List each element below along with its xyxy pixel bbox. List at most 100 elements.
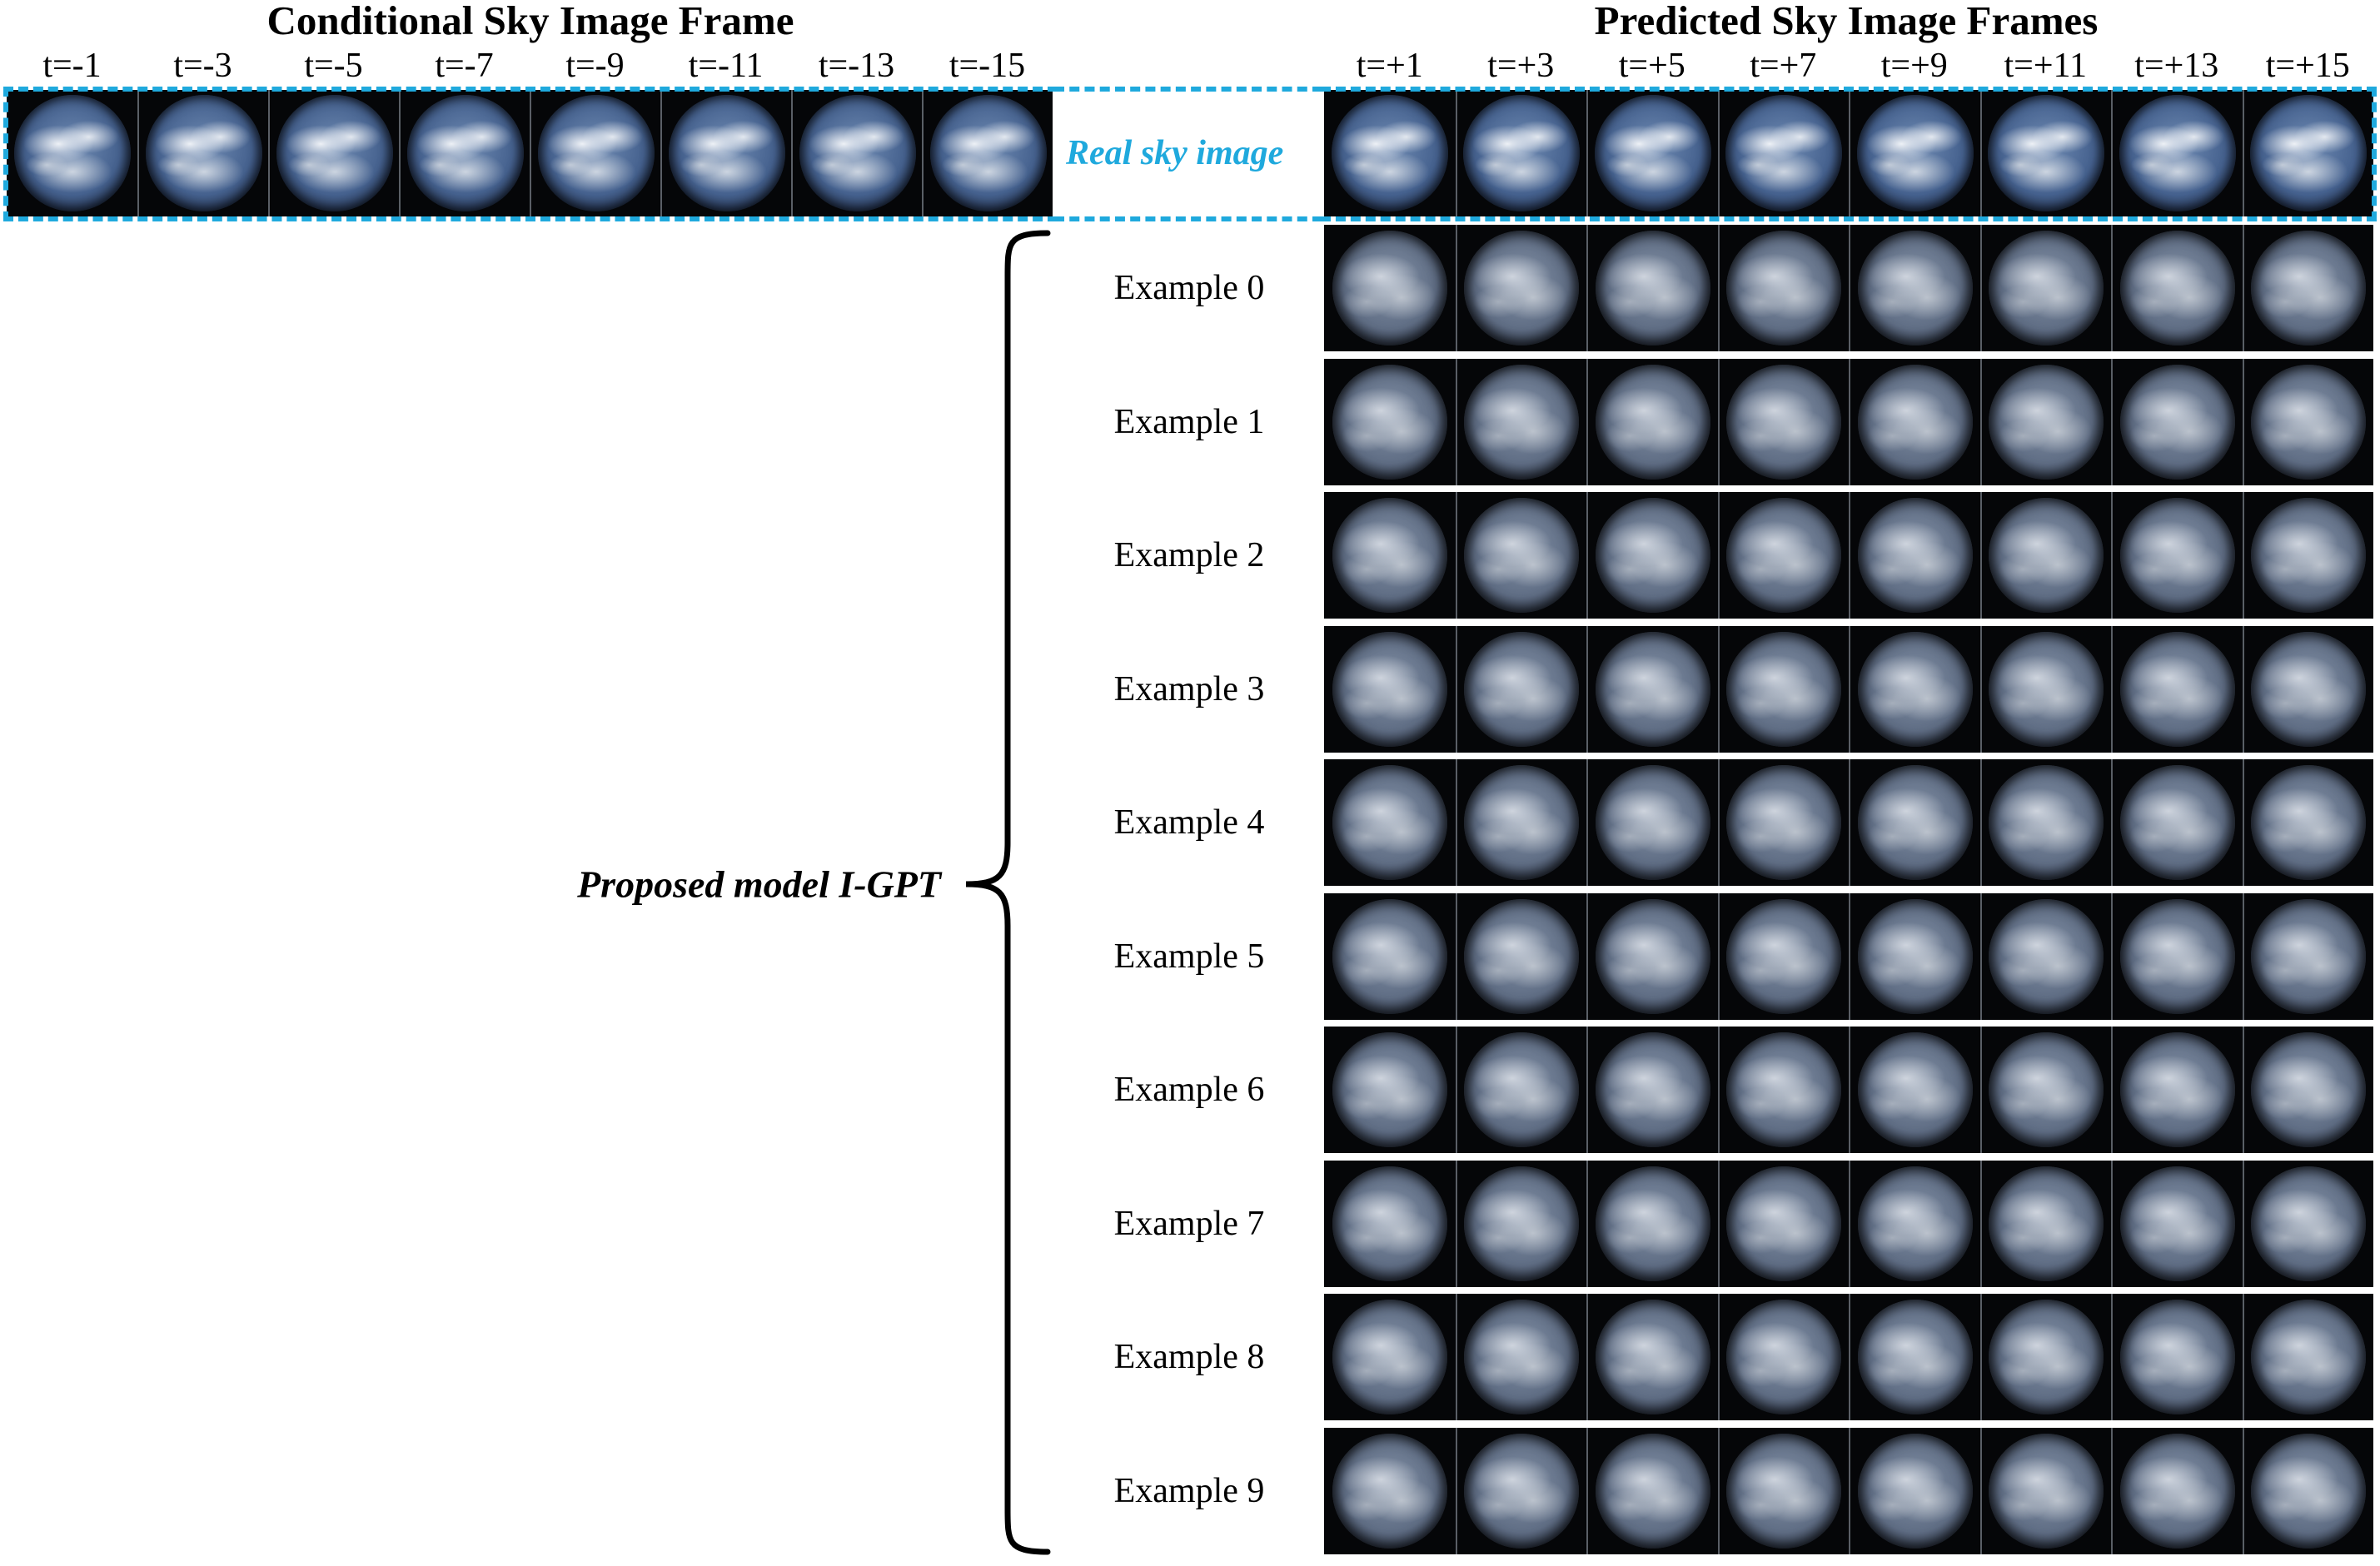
real-sky-image: [1725, 95, 1843, 211]
frame-cell: [1324, 759, 1456, 886]
example-label: Example 7: [1113, 1204, 1265, 1243]
predicted-sky-image: [2119, 1433, 2235, 1549]
predicted-sky-image: [1989, 498, 2104, 613]
frame-cell: [1324, 359, 1456, 485]
frame-cell: [1586, 1027, 1718, 1153]
real-sky-highlight-box-left: [3, 87, 1058, 221]
predicted-sky-image: [2251, 1433, 2367, 1549]
predicted-sky-image: [1857, 231, 1973, 346]
frame-cell: [1586, 492, 1718, 619]
predicted-sky-image: [1332, 1032, 1447, 1147]
frame-cell: [1979, 358, 2112, 485]
predicted-sky-image: [1595, 765, 1710, 880]
example-label: Example 5: [1113, 937, 1265, 976]
frame-cell: [2242, 225, 2374, 351]
predicted-sky-image: [1595, 1433, 1710, 1549]
predicted-sky-image: [2251, 498, 2367, 613]
frame-cell: [1849, 1427, 1980, 1554]
frame-cell: [268, 90, 399, 216]
real-sky-highlight-box-right: [1321, 87, 2377, 221]
time-label: t=+7: [1750, 47, 1817, 85]
time-label: t=+11: [2004, 47, 2087, 85]
frame-cell: [1324, 492, 1456, 619]
predicted-sky-image: [1726, 1166, 1842, 1281]
frame-cell: [1324, 893, 1456, 1020]
curly-brace: [965, 230, 1051, 1555]
predicted-sky-image: [2119, 1166, 2235, 1281]
frame-cell: [2242, 759, 2374, 886]
real-sky-image: [799, 95, 916, 211]
frame-cell: [2111, 892, 2243, 1020]
predicted-sky-image: [1464, 364, 1580, 480]
predicted-sky-image: [1332, 1166, 1447, 1281]
frame-cell: [1717, 1294, 1850, 1420]
predicted-image-strip: [1324, 1427, 2374, 1554]
predicted-sky-image: [2119, 498, 2235, 613]
frame-cell: [1717, 1027, 1850, 1153]
frame-cell: [2242, 492, 2374, 619]
model-label: Proposed model I-GPT: [577, 863, 941, 906]
frame-cell: [1979, 1294, 2112, 1420]
frame-cell: [2242, 1427, 2374, 1554]
predicted-sky-image: [1464, 765, 1580, 880]
predicted-frames-header: Predicted Sky Image Frames: [1594, 0, 2099, 43]
predicted-sky-image: [2119, 1300, 2235, 1414]
frame-cell: [1586, 1427, 1718, 1554]
predicted-sky-image: [1595, 1166, 1710, 1281]
time-label: t=-9: [565, 47, 625, 85]
predicted-sky-image: [1595, 898, 1710, 1014]
predicted-sky-image: [2119, 765, 2235, 880]
real-sky-image: [1331, 95, 1448, 211]
frame-cell: [1455, 1294, 1587, 1420]
frame-cell: [2242, 1160, 2374, 1287]
real-sky-image: [537, 95, 655, 211]
frame-cell: [1717, 759, 1850, 886]
predicted-sky-image: [1595, 1032, 1710, 1147]
time-label: t=-11: [688, 47, 764, 85]
frame-cell: [1717, 1160, 1850, 1287]
real-sky-highlight-box-middle: [1054, 87, 1322, 221]
frame-cell: [1455, 225, 1587, 351]
frame-cell: [1586, 358, 1718, 485]
frame-cell: [1717, 625, 1850, 753]
predicted-sky-image: [1726, 498, 1842, 613]
frame-cell: [1455, 1427, 1587, 1554]
real-sky-image: [2250, 95, 2368, 211]
predicted-sky-image: [1857, 1166, 1973, 1281]
predicted-sky-image: [1726, 898, 1842, 1014]
predicted-sky-image: [1595, 498, 1710, 613]
predicted-image-strip: [1324, 358, 2374, 485]
frame-cell: [791, 90, 922, 216]
frame-cell: [1586, 225, 1718, 351]
frame-cell: [1455, 1160, 1587, 1287]
predicted-sky-image: [1595, 231, 1710, 346]
predicted-sky-image: [1857, 1433, 1973, 1549]
predicted-sky-image: [1989, 231, 2104, 346]
frame-cell: [1324, 1294, 1456, 1420]
predicted-sky-image: [1989, 1032, 2104, 1147]
predicted-sky-image: [1464, 631, 1580, 747]
predicted-sky-image: [1989, 898, 2104, 1014]
frame-cell: [2242, 892, 2374, 1020]
frame-cell: [1455, 759, 1587, 886]
predicted-image-strip: [1324, 1027, 2373, 1153]
frame-cell: [1586, 759, 1718, 886]
time-label: t=-5: [304, 47, 363, 85]
predicted-sky-image: [1857, 498, 1973, 613]
predicted-sky-image: [2119, 631, 2235, 747]
real-sky-image: [929, 95, 1047, 211]
frame-cell: [137, 90, 268, 216]
frame-cell: [1455, 625, 1587, 753]
frame-cell: [1849, 1027, 1980, 1153]
frame-cell: [2242, 625, 2374, 753]
time-label: t=+9: [1880, 47, 1948, 85]
predicted-sky-image: [2119, 898, 2235, 1014]
time-label: t=+13: [2134, 47, 2219, 85]
frame-cell: [1324, 1027, 1456, 1153]
frame-cell: [1586, 1160, 1718, 1287]
predicted-sky-image: [2251, 1032, 2367, 1147]
example-label: Example 8: [1113, 1338, 1265, 1376]
predicted-sky-image: [1464, 1032, 1580, 1147]
frame-cell: [2242, 358, 2374, 485]
frame-cell: [1324, 626, 1456, 753]
